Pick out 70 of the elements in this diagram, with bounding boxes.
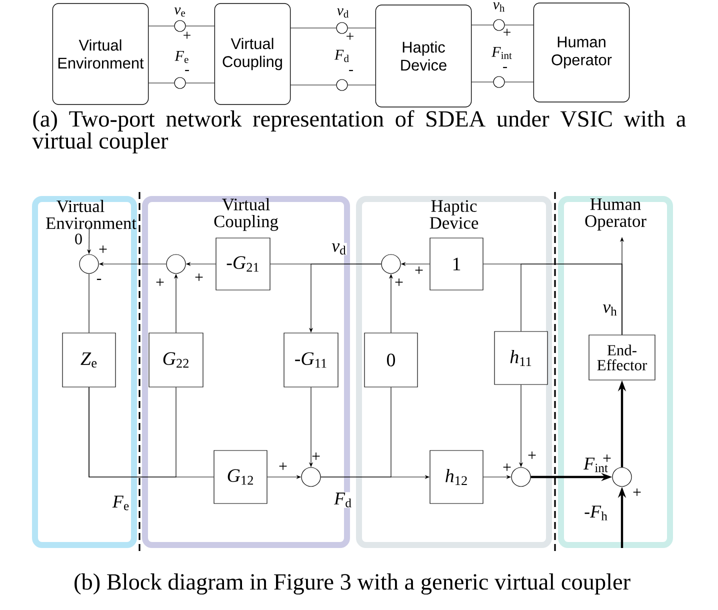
port-terminal [493,19,505,31]
subsystem-box: Human Operator [533,2,630,102]
input-value: 0 [75,234,82,244]
port-terminal [336,79,348,91]
signal-label: v$_{e}$ [174,7,186,17]
connector-line [471,24,494,26]
sign-label: + [346,32,354,40]
sign-label: + [503,464,511,471]
transfer-block: -G$_{21}$ [216,238,270,290]
transfer-block: h$_{11}$ [494,331,548,385]
connector-line [88,274,90,333]
connector-line [186,82,215,84]
transfer-block: End-Effector [588,334,656,380]
sign-label: + [156,278,164,286]
sign-label: - [503,66,507,68]
subsystem-box: Virtual Coupling [214,3,291,105]
port-terminal [174,77,186,89]
transfer-block: h$_{12}$ [430,450,484,504]
transfer-block: Z$_{e}$ [62,332,116,388]
caption: (b) Block diagram in Figure 3 with a generic virtual coupler [74,573,630,595]
sign-label: - [96,278,102,280]
summing-junction [79,254,99,274]
subsystem-box: Virtual Environment [52,3,149,105]
connector-line [88,387,176,478]
panel-heading: Haptic Device [430,200,478,229]
sign-label: + [312,452,320,460]
signal-label: v$_{d}$ [337,8,349,18]
sign-label: + [195,274,203,281]
connector-line [348,84,376,86]
sign-label: + [528,452,536,459]
port-terminal [336,22,348,34]
sign-label: + [279,462,287,470]
sign-label: + [504,28,510,36]
summing-junction [511,467,531,487]
signal-label: F$_{e}$ [174,50,188,64]
transfer-block: 0 [364,332,418,388]
summing-junction [301,467,321,487]
signal-label: -F$_{h}$ [584,505,608,521]
panel-heading: Virtual Coupling [214,198,278,231]
caption: (a) Two-port network representation of SDEA under VSIC with a virtual coupler [32,110,686,154]
summing-junction [381,254,401,274]
connector-line [148,82,174,84]
connector-line [504,24,534,26]
summing-junction [612,467,632,487]
connector-line [320,387,392,478]
panel-heading: Human Operator [585,198,646,231]
transfer-block: -G$_{11}$ [284,332,338,388]
sign-label: + [184,32,190,39]
subsystem-box: Haptic Device [375,4,472,108]
sign-label: + [395,278,403,286]
transfer-block: G$_{22}$ [148,332,204,388]
sign-label: - [185,70,189,72]
signal-label: v$_{h}$ [493,2,505,12]
connector-line [290,84,336,86]
transfer-block: 1 [430,238,484,290]
sign-label: + [415,266,423,274]
signal-label: F$_{int}$ [492,46,512,60]
signal-label: F$_{d}$ [334,50,349,62]
panel-heading: Virtual Environment [46,200,136,230]
signal-label: F$_{e}$ [112,495,130,511]
sign-label: - [349,70,353,72]
transfer-block: G$_{12}$ [214,450,268,504]
signal-label: v$_{h}$ [602,304,618,316]
sign-label: + [99,246,107,253]
port-terminal [493,76,505,88]
sign-label: + [633,488,641,496]
signal-label: F$_{d}$ [334,492,352,508]
port-terminal [174,20,186,32]
signal-label: v$_{d}$ [331,242,347,256]
summing-junction [166,254,186,274]
